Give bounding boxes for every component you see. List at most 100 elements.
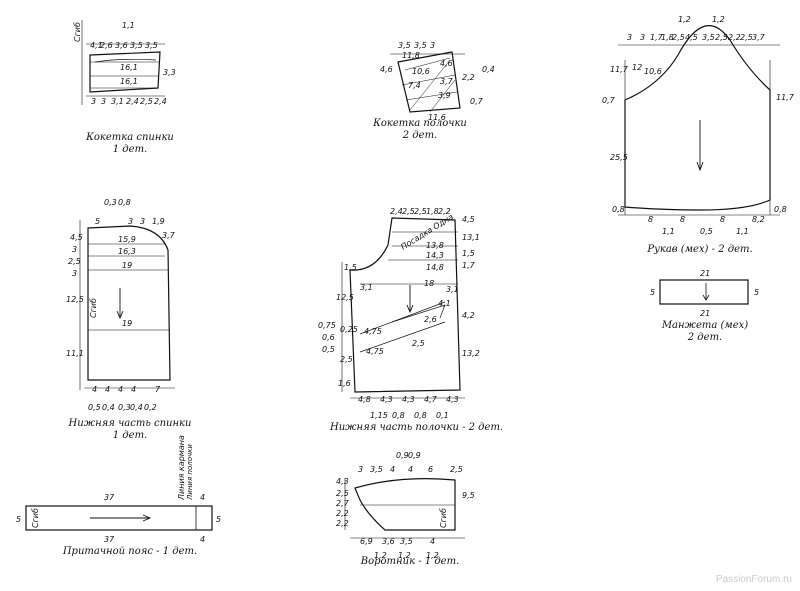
caption-back-lower: Нижняя часть спинки 1 дет.: [60, 418, 200, 442]
yoke-front-right-2: 0,4: [482, 65, 495, 74]
caption-yoke-back-title: Кокетка спинки: [86, 132, 174, 143]
front-lower-inner-5: 2,6: [424, 315, 437, 324]
sleeve-top-8: 2,2: [728, 33, 741, 42]
front-lower-bottom-2: 4,3: [402, 395, 415, 404]
yoke-front-inner-0: 11,8: [402, 51, 420, 60]
front-lower-bottom-0: 4,8: [358, 395, 371, 404]
collar-bottom-0: 6,9: [360, 537, 373, 546]
front-lower-inner-1: 14,3: [426, 251, 444, 260]
back-lower-top-0: 5: [95, 217, 100, 226]
front-lower-left-4: 0,6: [322, 333, 335, 342]
back-lower-bottom-small-3: 0,4: [130, 403, 143, 412]
collar-top-1: 3,5: [370, 465, 383, 474]
yoke-front-right-0: 0,7: [470, 97, 484, 106]
yoke-back-top-0: 2,6: [100, 41, 113, 50]
caption-front-lower: Нижняя часть полочки - 2 дет.: [330, 422, 504, 434]
yoke-front-inner-3: 3,7: [440, 77, 454, 86]
yoke-front-top-2: 3: [430, 41, 435, 50]
front-lower-left-2: 0,75: [318, 321, 336, 330]
front-lower-left-0: 1,5: [344, 263, 357, 272]
front-lower-right-3: 1,7: [462, 261, 476, 270]
back-lower-top-small-1: 0,8: [118, 198, 131, 207]
yoke-back-bottom-2: 3,1: [111, 97, 124, 106]
back-lower-bottom-small-0: 0,5: [88, 403, 101, 412]
belt-pocket-line: Линия кармана: [177, 435, 186, 501]
front-lower-top-1: 2,5: [402, 207, 415, 216]
yoke-front-top-0: 3,5: [398, 41, 411, 50]
back-lower-top-small-0: 0,3: [104, 198, 117, 207]
caption-back-lower-title: Нижняя часть спинки: [68, 418, 192, 429]
yoke-back-bottom-1: 3: [101, 97, 106, 106]
back-lower-bottom-4: 7: [155, 385, 161, 394]
yoke-front-inner-1: 10,6: [412, 67, 430, 76]
sleeve-base-2: 0,5: [700, 227, 713, 236]
back-lower-bottom-small-2: 0,3: [118, 403, 131, 412]
front-lower-left-6: 2,5: [340, 355, 353, 364]
back-lower-bottom-small-4: 0,2: [144, 403, 157, 412]
back-lower-top-3: 1,9: [152, 217, 165, 226]
front-lower-bottom-small-3: 0,1: [436, 411, 449, 420]
caption-yoke-front-title: Кокетка полочки: [373, 118, 467, 129]
belt-mark-bottom: 4: [200, 535, 205, 544]
cuff-piece: [659, 279, 749, 305]
back-lower-left-1: 3: [72, 245, 77, 254]
yoke-back-extra-1: 4,1: [90, 41, 103, 50]
cuff-right: 5: [754, 288, 759, 297]
sleeve-base-4: 0,8: [774, 205, 787, 214]
back-lower-inner-0: 15,9: [118, 235, 136, 244]
front-lower-inner-4: 4,1: [438, 299, 451, 308]
sleeve-top-0: 3: [627, 33, 632, 42]
front-lower-left-1: 12,5: [336, 293, 354, 302]
back-lower-fold: Сгиб: [89, 298, 98, 318]
yoke-back-inner-1: 16,1: [120, 77, 138, 86]
sleeve-top-6: 3,5: [702, 33, 715, 42]
collar-bottom-2: 3,5: [400, 537, 413, 546]
yoke-back-bottom-5: 2,4: [154, 97, 167, 106]
front-lower-inner-3: 18: [424, 279, 434, 288]
front-lower-bottom-1: 4,3: [380, 395, 393, 404]
caption-sleeve: Рукав (мех) - 2 дет.: [630, 244, 770, 256]
sleeve-piece: [618, 25, 780, 216]
belt-bottom: 37: [104, 535, 115, 544]
sleeve-left-3: 0,7: [602, 96, 616, 105]
caption-cuff: Манжета (мех) 2 дет.: [650, 320, 760, 344]
front-lower-inner-9: 2,5: [412, 339, 425, 348]
caption-front-lower-title: Нижняя часть полочки - 2 дет.: [330, 422, 504, 433]
sleeve-top-7: 2,5: [715, 33, 728, 42]
caption-cuff-title: Манжета (мех): [661, 320, 749, 331]
caption-sleeve-title: Рукав (мех) - 2 дет.: [647, 244, 753, 255]
front-lower-top-0: 2,4: [390, 207, 403, 216]
back-lower-inner-3: 19: [122, 319, 132, 328]
yoke-back-top-1: 3,6: [115, 41, 128, 50]
yoke-back-bottom-3: 2,4: [126, 97, 139, 106]
watermark: PassionForum.ru: [715, 574, 792, 585]
collar-top-4: 6: [428, 465, 433, 474]
back-lower-left-2: 2,5: [68, 257, 81, 266]
cuff-bottom: 21: [700, 309, 710, 318]
collar-fold: Сгиб: [439, 508, 448, 528]
yoke-back-fold: Сгиб: [73, 22, 82, 42]
collar-top-small-0: 0,9: [396, 451, 409, 460]
sleeve-base-3: 1,1: [736, 227, 749, 236]
front-lower-top-2: 2,5: [414, 207, 427, 216]
sleeve-base-1: 1,1: [662, 227, 675, 236]
sleeve-right-0: 11,7: [776, 93, 795, 102]
sleeve-top-5: 4,5: [685, 33, 698, 42]
sleeve-top-2: 1,7: [650, 33, 664, 42]
belt-fold: Сгиб: [31, 508, 40, 528]
collar-left-4: 2,2: [336, 519, 349, 528]
sleeve-left-0: 11,7: [610, 65, 629, 74]
front-lower-bottom-small-0: 1,15: [370, 411, 388, 420]
collar-top-2: 4: [390, 465, 395, 474]
front-lower-bottom-4: 4,3: [446, 395, 459, 404]
collar-bottom-1: 3,6: [382, 537, 395, 546]
front-lower-inner-7: 3,1: [360, 283, 373, 292]
yoke-back-piece: [81, 20, 165, 105]
yoke-front-left-0: 4,6: [380, 65, 393, 74]
back-lower-left-0: 4,5: [70, 233, 83, 242]
belt-left: 5: [16, 515, 21, 524]
sleeve-top-1: 3: [640, 33, 645, 42]
caption-cuff-count: 2 дет.: [687, 332, 723, 343]
sleeve-top-4: 2,5: [672, 33, 685, 42]
sleeve-left-1: 12: [632, 63, 642, 72]
